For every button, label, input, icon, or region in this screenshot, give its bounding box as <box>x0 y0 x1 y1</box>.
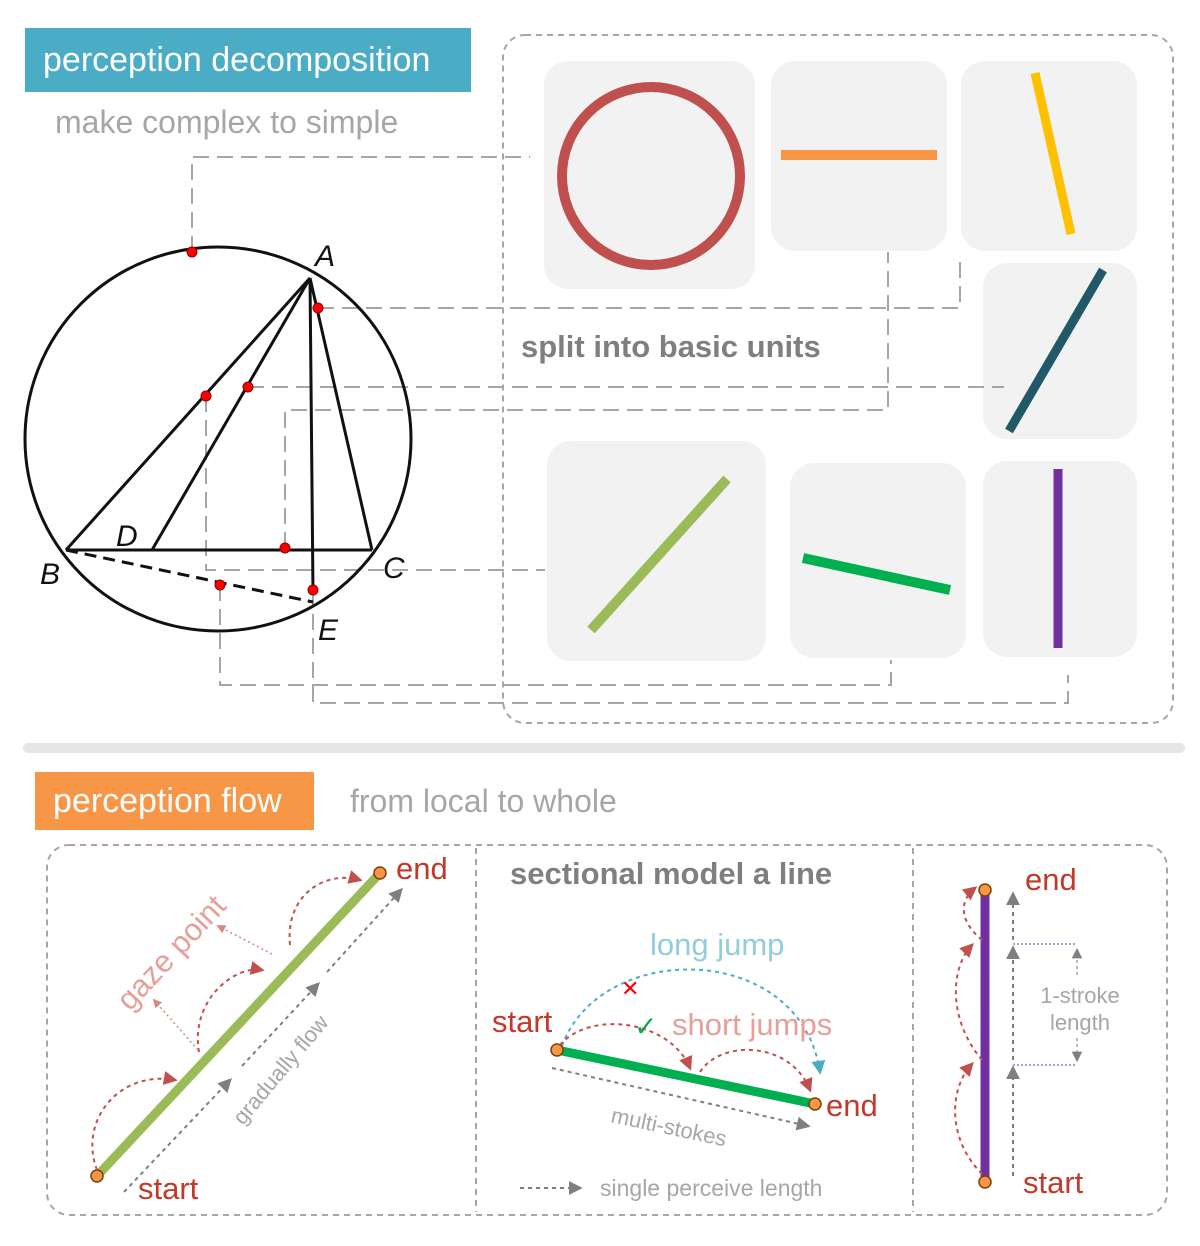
panel3-start-label: start <box>1023 1165 1084 1200</box>
panel-sectional-model: sectional model a line long jump ✕ ✓ sho… <box>492 856 878 1201</box>
sectional-end-label: end <box>826 1088 878 1123</box>
unit-yellow-line <box>1030 72 1076 235</box>
check-mark: ✓ <box>634 1011 657 1042</box>
decomposition-subtitle: make complex to simple <box>55 104 399 140</box>
unit-teal-line <box>1005 267 1107 434</box>
gaze-point-label: gaze point <box>110 888 233 1017</box>
label-A: A <box>313 240 335 273</box>
panel1-end-label: end <box>396 851 448 886</box>
flow-frame <box>46 844 1168 1216</box>
panel-vertical-stroke: 1-stroke length end start <box>954 862 1120 1200</box>
unit-green-line <box>801 553 952 595</box>
stroke-length-line2: length <box>1050 1010 1110 1035</box>
gradually-flow-label: gradually flow <box>228 1010 334 1129</box>
multi-strokes-label: multi-stokes <box>609 1102 729 1151</box>
stroke-length-line1: 1-stroke <box>1040 983 1119 1008</box>
short-jumps-label: short jumps <box>672 1007 832 1042</box>
sectional-title: sectional model a line <box>510 856 832 891</box>
sectional-start-label: start <box>492 1004 553 1039</box>
panel-gradual-flow: gaze point gradually flow end start <box>90 851 448 1206</box>
flow-subtitle: from local to whole <box>350 783 617 819</box>
unit-lightgreen-line <box>587 475 731 634</box>
unit-circle <box>557 82 745 270</box>
perception-flow-title: perception flow <box>35 772 314 830</box>
units-frame <box>502 34 1174 724</box>
geometry-figure <box>23 245 413 633</box>
long-jump-label: long jump <box>650 927 784 962</box>
split-label: split into basic units <box>521 329 821 364</box>
legend-label: single perceive length <box>600 1175 822 1201</box>
panel1-start-label: start <box>138 1171 199 1206</box>
tile-circle <box>544 61 755 289</box>
cross-mark: ✕ <box>621 976 639 1001</box>
label-D: D <box>116 520 138 553</box>
tile-green <box>790 463 966 658</box>
geometry-circle <box>23 245 413 633</box>
label-B: B <box>40 558 60 591</box>
perception-decomposition-title: perception decomposition <box>25 28 471 92</box>
connector-lines <box>191 156 1069 704</box>
label-C: C <box>383 552 405 585</box>
gaze-points <box>186 246 324 596</box>
panel3-end-label: end <box>1025 862 1077 897</box>
label-E: E <box>318 614 339 647</box>
